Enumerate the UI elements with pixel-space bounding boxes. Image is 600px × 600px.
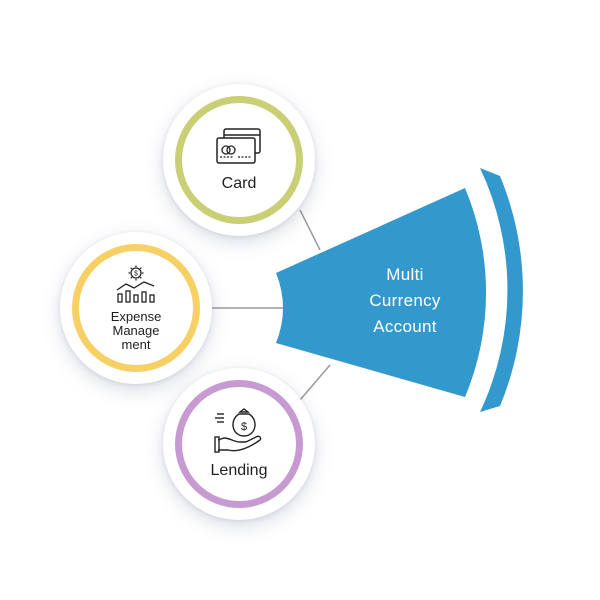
expense-node: $ Expense Manage ment — [60, 232, 212, 384]
svg-text:$: $ — [241, 421, 247, 433]
hand-money-bag-icon: $ — [214, 408, 262, 453]
hub-title-line-1: Multi — [386, 265, 424, 284]
card-node: Card — [163, 84, 315, 236]
credit-cards-icon — [216, 128, 261, 164]
expense-node-ring: $ Expense Manage ment — [72, 244, 200, 372]
hub-title: Multi Currency Account — [330, 262, 480, 340]
card-label: Card — [221, 175, 257, 192]
expense-chart-gear-icon: $ — [116, 265, 155, 303]
expense-label-line-2: Manage — [112, 323, 160, 338]
hub-title-line-3: Account — [373, 317, 437, 336]
hub-title-line-2: Currency — [369, 291, 441, 310]
expense-label: Expense Manage ment — [101, 310, 171, 352]
lending-node: $ Lending — [163, 368, 315, 520]
hub-sector-outer-arc — [480, 168, 523, 412]
hub-sector-white-band — [469, 176, 499, 404]
svg-text:$: $ — [134, 271, 138, 278]
expense-label-line-3: ment — [121, 337, 151, 352]
lending-label: Lending — [210, 462, 268, 479]
hub-sector — [276, 168, 523, 412]
card-node-ring: Card — [175, 96, 303, 224]
expense-label-line-1: Expense — [110, 309, 162, 324]
connector-lending — [299, 364, 331, 401]
connector-card — [299, 209, 321, 251]
hub-sector-main — [276, 188, 487, 397]
lending-node-ring: $ Lending — [175, 380, 303, 508]
